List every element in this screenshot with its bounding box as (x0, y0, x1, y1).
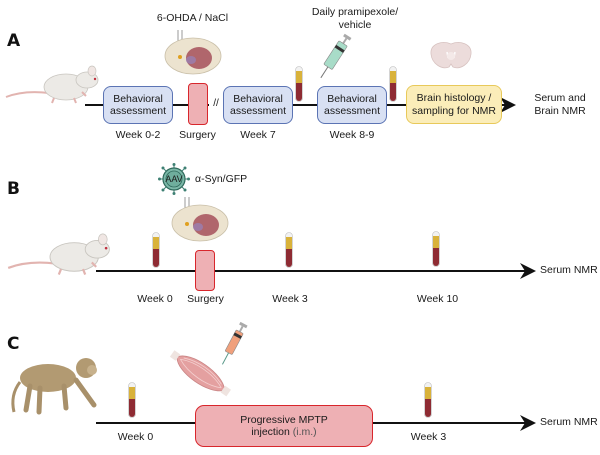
timepoint-label: Week 0 (117, 431, 154, 443)
outcome-line-2: Brain NMR (534, 105, 586, 117)
syringe-icon (320, 33, 352, 79)
drug-label-line-2: vehicle (338, 19, 372, 31)
surgery-box-a (188, 83, 208, 125)
outcome-label-a: Serum and Brain NMR (525, 92, 595, 118)
brain-section-icon (430, 42, 472, 69)
blood-tube-icon (432, 231, 440, 267)
treatment-label: 6-OHDA / NaCl (156, 12, 229, 24)
timepoint-label: Week 0-2 (115, 129, 161, 141)
monkey-icon (11, 358, 97, 415)
timepoint-label: Week 7 (240, 129, 276, 141)
break-mark: // (209, 97, 223, 110)
blood-tube-icon (389, 66, 397, 102)
timepoint-label: Surgery (179, 129, 216, 141)
panel-a-label: A (7, 31, 21, 51)
timepoint-label: Week 8-9 (329, 129, 375, 141)
timeline-c-arrowhead (520, 415, 536, 431)
box-note: (i.m.) (292, 426, 317, 438)
rat-icon (5, 65, 99, 104)
box-text: Brain histology / (416, 92, 492, 104)
blood-tube-icon (285, 232, 293, 268)
panel-b-label: B (7, 179, 20, 199)
outcome-label-c: Serum NMR (540, 416, 598, 428)
timepoint-label: Week 3 (272, 293, 308, 305)
timeline-b (96, 270, 526, 272)
box-text: Behavioral (233, 92, 283, 105)
box-text: injection (251, 426, 290, 438)
blood-tube-icon (424, 382, 432, 418)
outcome-line-1: Serum and (534, 92, 586, 104)
panel-c-label: C (7, 334, 20, 354)
surgery-box-b (195, 250, 215, 291)
outcome-label-b: Serum NMR (540, 264, 598, 276)
box-text: sampling for NMR (411, 104, 497, 117)
brain-surgery-icon (164, 30, 222, 75)
drug-label: Daily pramipexole/ vehicle (305, 6, 405, 32)
timeline-b-arrowhead (520, 263, 536, 279)
box-text: assessment (229, 105, 287, 117)
muscle-injection-icon (169, 321, 248, 397)
timepoint-label: Week 0 (137, 293, 173, 305)
timepoint-label: Week 3 (410, 431, 447, 443)
box-text: assessment (323, 105, 381, 117)
timeline-a (85, 104, 505, 106)
aav-badge-text: AAV (165, 174, 183, 184)
aav-virus-icon (158, 163, 190, 195)
blood-tube-icon (152, 232, 160, 268)
timepoint-label: Surgery (187, 293, 224, 305)
drug-label-line-1: Daily pramipexole/ (311, 6, 399, 18)
timepoint-label: Week 10 (416, 293, 459, 305)
box-text: Behavioral (113, 92, 163, 105)
blood-tube-icon (128, 382, 136, 418)
timeline-a-arrowhead (500, 97, 516, 113)
rat-icon (7, 233, 110, 275)
brain-histology-box: Brain histology /sampling for NMR (406, 85, 502, 124)
blood-tube-icon (295, 66, 303, 102)
brain-surgery-icon (171, 197, 229, 242)
box-text: assessment (109, 105, 167, 117)
vector-label: α-Syn/GFP (195, 173, 248, 185)
box-text: Progressive MPTP (240, 413, 328, 426)
box-text: Behavioral (327, 92, 377, 105)
